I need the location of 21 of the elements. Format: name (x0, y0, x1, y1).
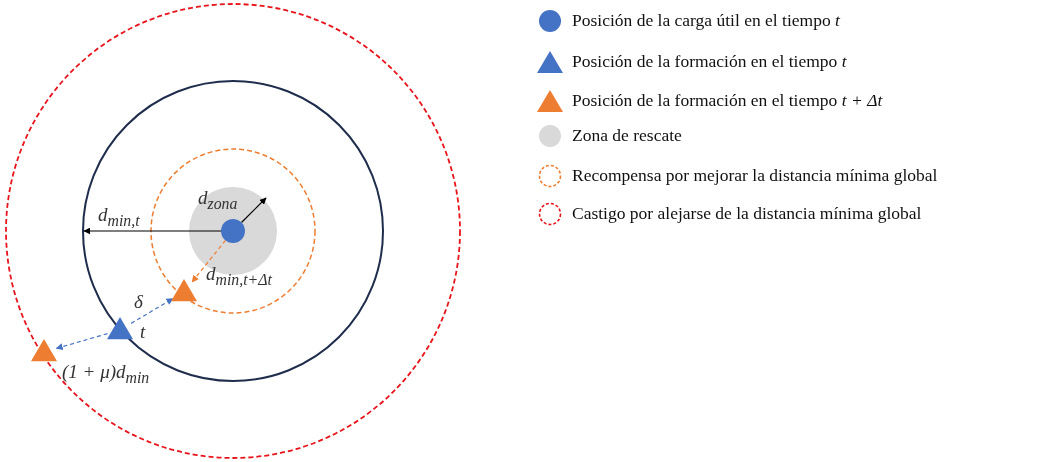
edge-label: d$_{min,t}$ (98, 205, 140, 229)
arrow (191, 239, 227, 283)
edge-label: δ (134, 292, 143, 311)
arrow (55, 333, 109, 350)
legend-text: Castigo por alejarse de la distancia mínima global (572, 205, 922, 223)
math-label: t (140, 322, 146, 341)
formation-triangle (31, 339, 57, 362)
arrow (83, 227, 222, 235)
legend-text: Posición de la formación en el tiempo t + Δt (572, 92, 883, 110)
formation-triangle (171, 279, 197, 302)
arrow (130, 298, 174, 324)
legend-text: Posición de la formación en el tiempo t (572, 53, 847, 71)
arrow (240, 197, 267, 224)
legend-text: Recompensa por mejorar la distancia mínima global (572, 167, 938, 185)
edge-label: d$_{min,t+Δt}$ (206, 264, 272, 288)
legend-text: Posición de la carga útil en el tiempo t (572, 12, 840, 30)
math-label: (1 + μ)d$_{min}$ (62, 362, 150, 386)
edge-label: d$_{zona}$ (198, 188, 238, 212)
legend-text: Zona de rescate (572, 127, 682, 145)
formation-triangle (107, 317, 133, 340)
payload-dot (221, 219, 245, 243)
